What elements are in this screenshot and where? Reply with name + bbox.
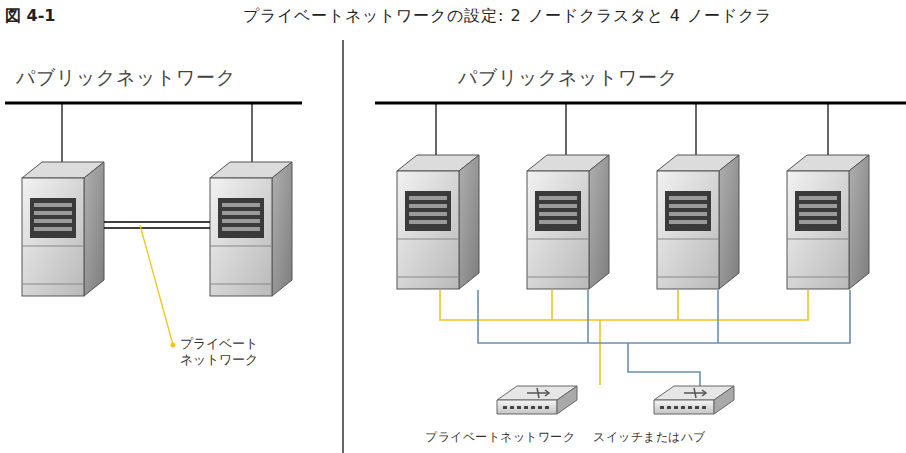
- server-icon: [527, 155, 609, 289]
- server-icon: [22, 162, 104, 296]
- network-label: パブリックネットワーク: [16, 66, 236, 89]
- private-link: [104, 221, 210, 222]
- figure-number: 図 4-1: [5, 6, 55, 25]
- network-label: パブリックネットワーク: [458, 66, 678, 89]
- leader-line: [140, 225, 173, 345]
- right-cluster: [375, 103, 906, 414]
- callout-label: プライベート ネットワーク: [180, 336, 264, 367]
- public-bus: [375, 102, 906, 105]
- server-icon: [787, 155, 869, 289]
- leader-dot: [171, 343, 176, 348]
- private-wires: [440, 290, 850, 388]
- switch-icon: [497, 386, 577, 414]
- public-bus: [5, 102, 302, 105]
- left-cluster: [5, 103, 302, 348]
- figure-title: プライベートネットワークの設定: 2 ノードクラスタと 4 ノードクラ: [243, 6, 772, 25]
- divider-line: [342, 40, 344, 453]
- server-icon: [657, 155, 739, 289]
- private-link: [104, 227, 210, 228]
- switch-icon: [654, 386, 734, 414]
- device-label: プライベートネットワーク スイッチまたはハブ: [425, 430, 706, 444]
- server-icon: [210, 162, 292, 296]
- server-icon: [397, 155, 479, 289]
